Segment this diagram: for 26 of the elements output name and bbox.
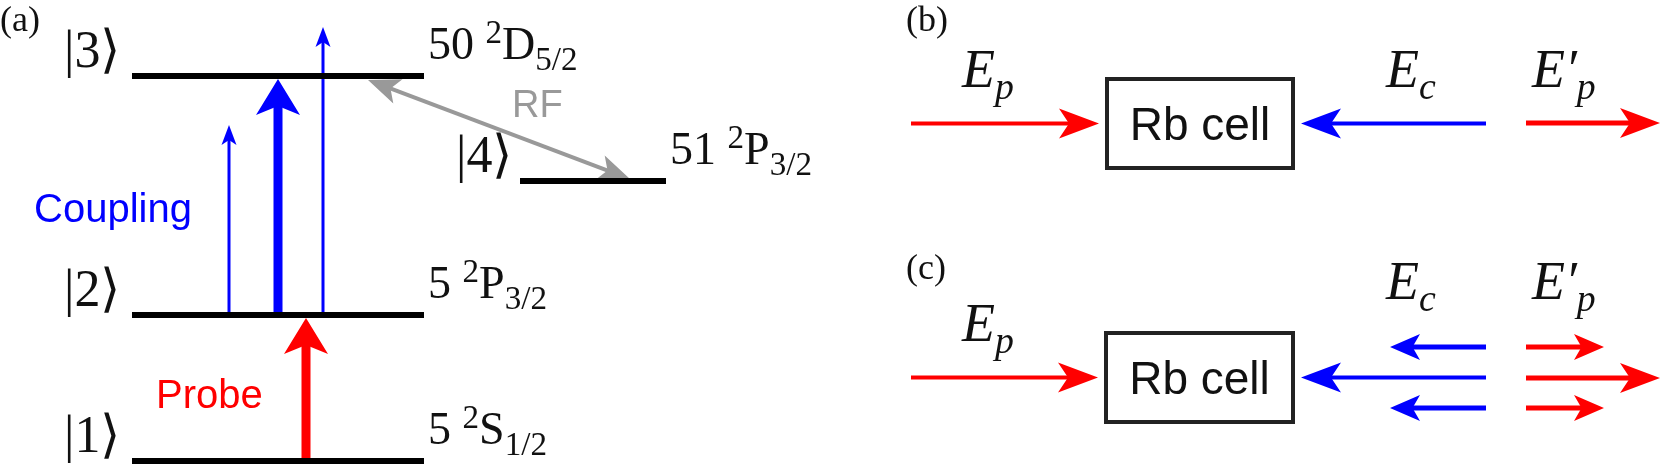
cell-label: Rb cell	[1129, 350, 1270, 405]
arrow	[1301, 108, 1486, 139]
state-label: 5 $^{2}$S$_{1/2}$	[428, 399, 547, 462]
state-label: 51 $^{2}$P$_{3/2}$	[670, 119, 812, 182]
arrow	[315, 27, 331, 312]
arrow	[911, 108, 1099, 139]
arrow	[1301, 362, 1486, 393]
state-label: 5 $^{2}$P$_{3/2}$	[428, 253, 547, 316]
cell-label: Rb cell	[1129, 96, 1271, 151]
state-ket: |3⟩	[64, 24, 121, 76]
panel-label: (c)	[906, 248, 946, 288]
panel-label: (a)	[0, 0, 40, 40]
state-ket: |4⟩	[456, 129, 513, 181]
field-label: E′$_{p}$	[1532, 252, 1596, 320]
arrow	[221, 125, 237, 312]
cell-box	[1105, 77, 1295, 170]
state-ket: |1⟩	[64, 409, 121, 461]
field-label: E′$_{p}$	[1532, 40, 1596, 108]
state-label: 50 $^{2}$D$_{5/2}$	[428, 14, 578, 77]
state-ket: |2⟩	[64, 263, 121, 315]
arrow	[256, 79, 300, 312]
panel-label: (b)	[906, 0, 948, 40]
arrow	[911, 362, 1098, 393]
cell-box	[1104, 331, 1295, 424]
arrow	[368, 79, 630, 180]
arrow	[284, 318, 328, 458]
